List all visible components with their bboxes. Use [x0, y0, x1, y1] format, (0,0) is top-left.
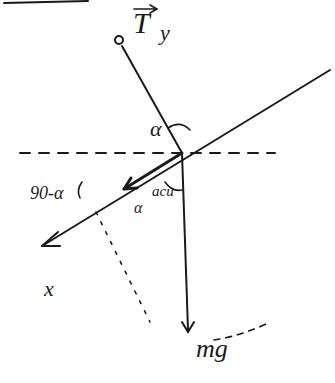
angle-label: α [150, 118, 162, 140]
incline-line [42, 70, 330, 246]
incline-arrowhead [42, 232, 60, 246]
angle-arc [168, 124, 190, 130]
axis-label: x [44, 278, 54, 300]
force-label: T [133, 8, 150, 38]
angle-label: 90-α [30, 184, 63, 202]
axis-label: y [160, 22, 170, 44]
angle-arc [78, 182, 82, 198]
acceleration-head [124, 178, 137, 189]
horizontal-dashed [20, 152, 275, 154]
weight-line [182, 153, 188, 330]
weight-arrowhead [182, 322, 194, 332]
dotted-guide [96, 212, 150, 322]
acceleration-label: acu [152, 184, 174, 199]
tension-head [115, 36, 123, 44]
angle-label: α [134, 200, 142, 216]
tension-line [122, 46, 182, 153]
top-stroke [4, 1, 88, 3]
force-label: mg [196, 336, 228, 362]
